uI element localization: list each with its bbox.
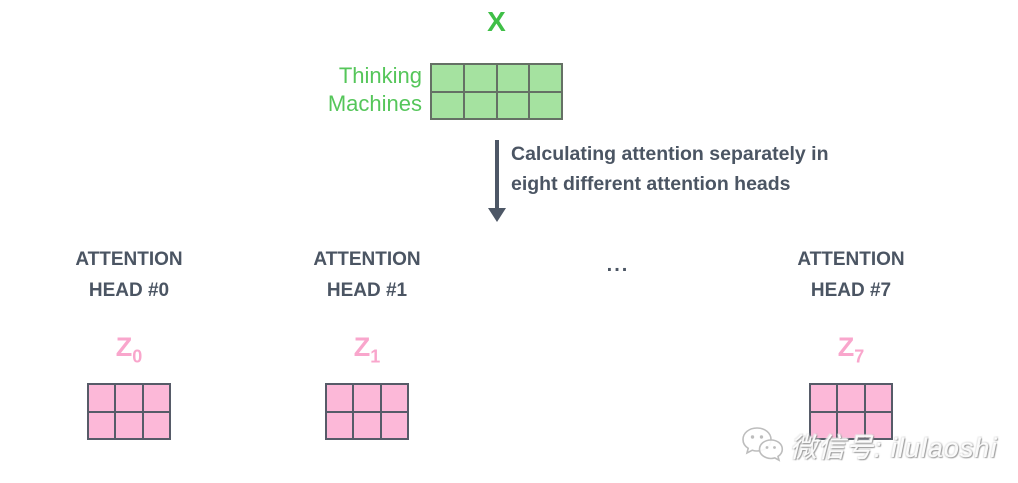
matrix-cell	[380, 384, 408, 412]
heads-ellipsis: ...	[606, 254, 630, 276]
matrix-cell	[88, 384, 116, 412]
z0-label: Z0	[115, 332, 143, 367]
matrix-cell	[864, 384, 892, 412]
down-arrow-head	[488, 208, 506, 222]
row-label-machines: Machines	[327, 91, 422, 116]
matrix-cell	[115, 411, 143, 440]
matrix-cell	[529, 64, 562, 92]
matrix-cell	[837, 411, 865, 440]
attention-head-7-block: ATTENTION HEAD #7 Z7	[766, 244, 936, 441]
matrix-cell	[864, 411, 892, 440]
matrix-cell	[463, 64, 497, 92]
matrix-cell	[529, 91, 562, 119]
matrix-cell	[326, 411, 354, 440]
matrix-cell	[431, 91, 464, 119]
watermark-text: 微信号: ilulaoshi	[790, 432, 998, 463]
arrow-caption-line1: Calculating attention separately in	[511, 143, 829, 165]
matrix-cell	[115, 384, 143, 412]
attention-head-0-block: ATTENTION HEAD #0 Z0	[44, 244, 214, 441]
matrix-cell	[496, 64, 530, 92]
z0-matrix-grid	[87, 383, 171, 441]
matrix-cell	[142, 384, 170, 412]
matrix-cell	[380, 411, 408, 440]
z7-label: Z7	[837, 332, 865, 367]
matrix-cell	[353, 384, 381, 412]
matrix-cell	[88, 411, 116, 440]
matrix-cell	[810, 384, 838, 412]
matrix-cell	[463, 91, 497, 119]
down-arrow-icon	[487, 140, 507, 222]
matrix-cell	[326, 384, 354, 412]
attention-head-0-title: ATTENTION HEAD #0	[75, 249, 183, 301]
attention-head-1-title: ATTENTION HEAD #1	[313, 249, 421, 301]
matrix-cell	[431, 64, 464, 92]
matrix-cell	[837, 384, 865, 412]
input-row-labels: Thinking Machines	[250, 62, 422, 118]
watermark: 微信号: ilulaoshi	[740, 424, 998, 466]
matrix-cell	[353, 411, 381, 440]
attention-head-1-block: ATTENTION HEAD #1 Z1	[282, 244, 452, 441]
matrix-cell	[142, 411, 170, 440]
matrix-cell	[496, 91, 530, 119]
input-matrix-title: X	[487, 6, 506, 37]
z1-matrix-grid	[325, 383, 409, 441]
arrow-caption: Calculating attention separately in eigh…	[511, 139, 828, 199]
row-label-thinking: Thinking	[338, 63, 422, 88]
wechat-icon	[742, 427, 784, 462]
arrow-caption-line2: eight different attention heads	[511, 173, 791, 195]
matrix-cell	[810, 411, 838, 440]
input-matrix-grid	[430, 63, 563, 120]
z7-matrix-grid	[809, 383, 893, 441]
z1-label: Z1	[353, 332, 381, 367]
attention-head-7-title: ATTENTION HEAD #7	[797, 249, 905, 301]
down-arrow-shaft	[495, 140, 499, 210]
